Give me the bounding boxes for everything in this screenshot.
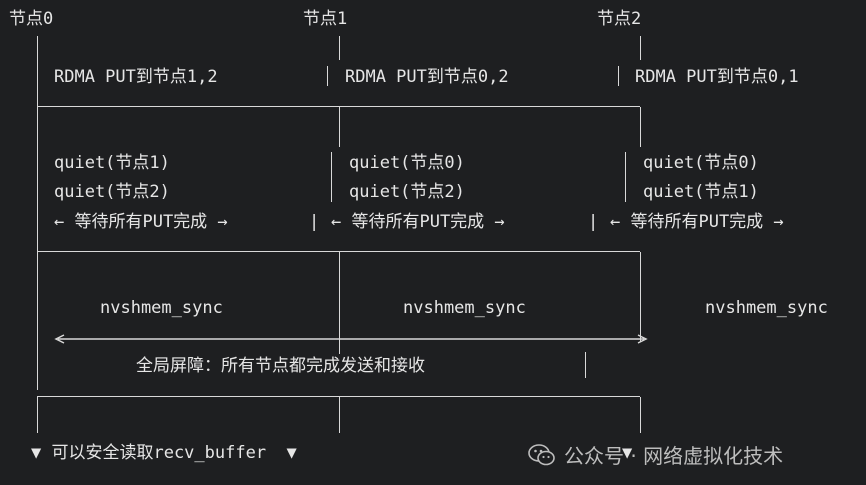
node-2-tail-arrow: ▼	[622, 443, 633, 463]
wait-node-2: ← 等待所有PUT完成 →	[610, 212, 784, 232]
separator-3	[37, 396, 640, 397]
rdma-put-node-0: RDMA PUT到节点1,2	[54, 67, 218, 87]
barrier-right-bar	[585, 352, 586, 378]
quiet-a-node-0: quiet(节点1)	[54, 153, 170, 173]
quiet-a-node-2: quiet(节点0)	[643, 153, 759, 173]
quiet-a-node-1: quiet(节点0)	[349, 153, 465, 173]
node-1-label: 节点1	[303, 9, 348, 29]
quiet-b-node-0: quiet(节点2)	[54, 182, 170, 202]
wait-bar-1: |	[309, 212, 320, 232]
wait-bar-2: |	[588, 212, 599, 232]
watermark: 公众号 · 网络虚拟化技术	[528, 440, 783, 469]
rdma-put-node-2: RDMA PUT到节点0,1	[635, 67, 799, 87]
lifeline-node-2-top	[640, 36, 641, 60]
rdma-divider-1	[327, 66, 328, 86]
wechat-icon	[528, 443, 556, 467]
separator-1	[37, 106, 640, 107]
sync-node-1: nvshmem_sync	[403, 298, 526, 318]
lifeline-node-2-mid	[640, 107, 641, 147]
wait-node-1: ← 等待所有PUT完成 →	[331, 212, 505, 232]
final-line: ▼ 可以安全读取recv_buffer ▼	[31, 443, 297, 463]
sync-node-0: nvshmem_sync	[100, 298, 223, 318]
lifeline-node-2-low	[640, 252, 641, 342]
separator-2	[37, 251, 640, 252]
barrier-label: 全局屏障：所有节点都完成发送和接收	[136, 356, 425, 376]
lifeline-node-1-low	[339, 252, 340, 354]
quiet-b-node-2: quiet(节点1)	[643, 182, 759, 202]
node-0-label: 节点0	[9, 9, 54, 29]
node-2-label: 节点2	[597, 9, 642, 29]
lifeline-node-0	[37, 36, 38, 390]
rdma-divider-2	[618, 66, 619, 86]
lifeline-node-1-mid	[339, 107, 340, 147]
quiet-b-node-1: quiet(节点2)	[349, 182, 465, 202]
lifeline-node-0-tail	[37, 397, 38, 433]
watermark-text: 公众号 · 网络虚拟化技术	[564, 444, 784, 468]
lifeline-node-1-top	[339, 36, 340, 60]
lifeline-node-1-tail	[339, 397, 340, 433]
lifeline-node-2-tail	[640, 397, 641, 433]
quiet-divider-1	[331, 152, 332, 202]
rdma-put-node-1: RDMA PUT到节点0,2	[345, 67, 509, 87]
quiet-divider-2	[625, 152, 626, 202]
wait-node-0: ← 等待所有PUT完成 →	[54, 212, 228, 232]
sync-node-2: nvshmem_sync	[705, 298, 828, 318]
